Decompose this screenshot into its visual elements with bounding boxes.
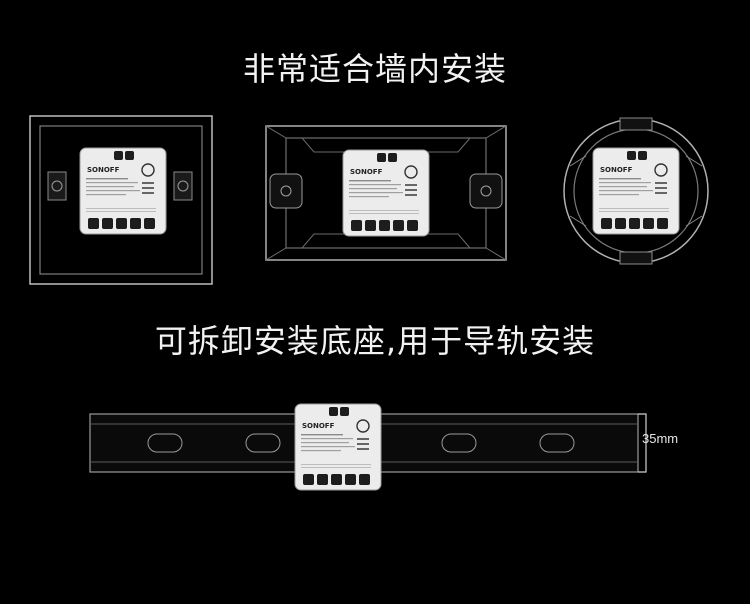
square-wall-box-illustration: SONOFF bbox=[29, 115, 213, 285]
module-brand: SONOFF bbox=[600, 166, 633, 174]
rect-wall-box-illustration: SONOFF bbox=[265, 125, 507, 261]
wall-mount-heading: 非常适合墙内安装 bbox=[242, 50, 507, 88]
module-brand: SONOFF bbox=[350, 168, 383, 176]
din-rail-illustration: SONOFF bbox=[89, 403, 639, 491]
rail-mount-heading: 可拆卸安装底座,用于导轨安装 bbox=[154, 322, 596, 360]
rail-dimension-bracket bbox=[638, 413, 647, 473]
module-brand: SONOFF bbox=[302, 422, 335, 430]
rail-width-label: 35mm bbox=[642, 431, 679, 446]
module-brand: SONOFF bbox=[87, 166, 120, 174]
round-wall-box-illustration: SONOFF bbox=[563, 117, 709, 265]
